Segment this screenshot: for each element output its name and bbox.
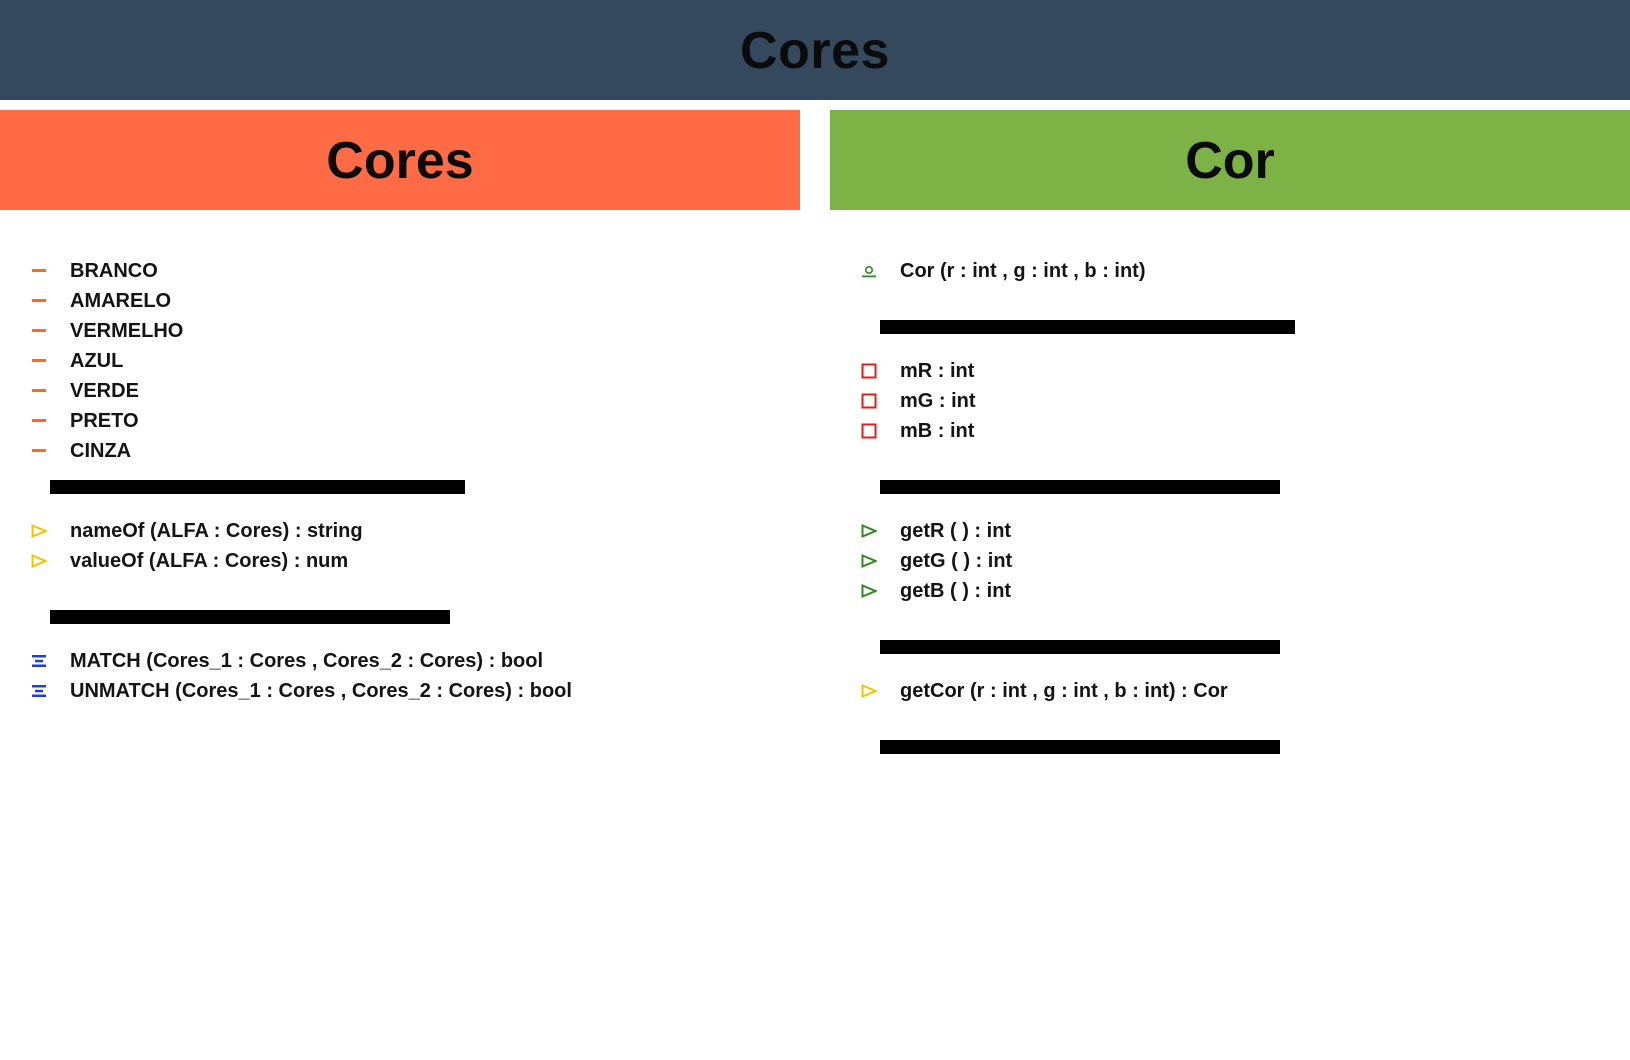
red-square-icon: [860, 362, 878, 380]
blue-operator-icon: [30, 652, 48, 670]
constant-label: CINZA: [70, 439, 132, 462]
field-row: mR : int: [860, 356, 974, 386]
title-bar: Cores: [0, 0, 1630, 100]
section-separator: [880, 640, 1280, 654]
green-triangle-icon: [860, 522, 878, 540]
cor-class-header: Cor: [830, 110, 1630, 210]
field-label: mG : int: [900, 389, 976, 412]
getter-row: getR ( ) : int: [860, 516, 1011, 546]
yellow-triangle-icon: [30, 552, 48, 570]
constructor-label: Cor (r : int , g : int , b : int): [900, 259, 1146, 282]
section-separator: [50, 610, 450, 624]
minus-icon: [30, 412, 48, 430]
field-row: mB : int: [860, 416, 974, 446]
page-title: Cores: [740, 22, 890, 80]
constant-row: CINZA: [30, 436, 131, 466]
constant-row: AMARELO: [30, 286, 171, 316]
constant-label: BRANCO: [70, 259, 158, 282]
constructor-icon: [860, 262, 878, 280]
constant-label: PRETO: [70, 409, 139, 432]
cores-class-title: Cores: [326, 132, 474, 190]
red-square-icon: [860, 392, 878, 410]
section-separator: [880, 480, 1280, 494]
cores-class-header: Cores: [0, 110, 800, 210]
field-label: mR : int: [900, 359, 975, 382]
minus-icon: [30, 382, 48, 400]
constructor-row: Cor (r : int , g : int , b : int): [860, 256, 1146, 286]
static-method-label: getCor (r : int , g : int , b : int) : C…: [900, 679, 1228, 702]
minus-icon: [30, 352, 48, 370]
yellow-triangle-icon: [30, 522, 48, 540]
method-label: valueOf (ALFA : Cores) : num: [70, 549, 349, 572]
getter-row: getG ( ) : int: [860, 546, 1012, 576]
green-triangle-icon: [860, 552, 878, 570]
minus-icon: [30, 322, 48, 340]
getter-label: getR ( ) : int: [900, 519, 1012, 542]
constant-label: VERMELHO: [70, 319, 184, 342]
getter-label: getB ( ) : int: [900, 579, 1012, 602]
constant-row: VERDE: [30, 376, 139, 406]
green-triangle-icon: [860, 582, 878, 600]
constant-row: PRETO: [30, 406, 139, 436]
constant-label: VERDE: [70, 379, 139, 402]
getter-label: getG ( ) : int: [900, 549, 1013, 572]
constant-row: BRANCO: [30, 256, 158, 286]
operator-label: UNMATCH (Cores_1 : Cores , Cores_2 : Cor…: [70, 679, 572, 702]
section-separator: [880, 320, 1295, 334]
constant-row: VERMELHO: [30, 316, 183, 346]
minus-icon: [30, 262, 48, 280]
constant-row: AZUL: [30, 346, 123, 376]
field-row: mG : int: [860, 386, 976, 416]
getter-row: getB ( ) : int: [860, 576, 1011, 606]
blue-operator-icon: [30, 682, 48, 700]
minus-icon: [30, 292, 48, 310]
yellow-triangle-icon: [860, 682, 878, 700]
method-row: valueOf (ALFA : Cores) : num: [30, 546, 348, 576]
cor-class-title: Cor: [1185, 132, 1275, 190]
constant-label: AMARELO: [70, 289, 172, 312]
minus-icon: [30, 442, 48, 460]
red-square-icon: [860, 422, 878, 440]
section-separator: [50, 480, 465, 494]
method-label: nameOf (ALFA : Cores) : string: [70, 519, 363, 542]
section-separator: [880, 740, 1280, 754]
method-row: nameOf (ALFA : Cores) : string: [30, 516, 363, 546]
field-label: mB : int: [900, 419, 975, 442]
operator-row: UNMATCH (Cores_1 : Cores , Cores_2 : Cor…: [30, 676, 572, 706]
constant-label: AZUL: [70, 349, 124, 372]
operator-row: MATCH (Cores_1 : Cores , Cores_2 : Cores…: [30, 646, 543, 676]
operator-label: MATCH (Cores_1 : Cores , Cores_2 : Cores…: [70, 649, 544, 672]
static-method-row: getCor (r : int , g : int , b : int) : C…: [860, 676, 1228, 706]
